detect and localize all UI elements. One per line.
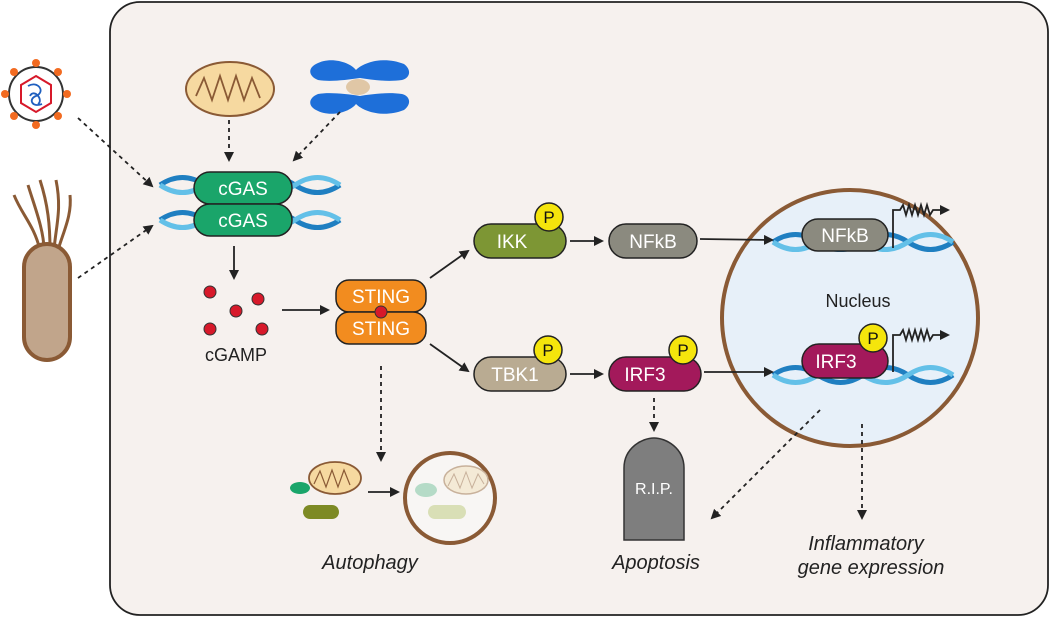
cell-boundary [109, 1, 1049, 616]
nfkb-nuclear: NFkB [801, 218, 889, 252]
arrow-chromosome-to-cgas [292, 111, 341, 162]
arrow-nucleus-to-apoptosis [710, 409, 821, 520]
irf3-nuclear-phospho-label: P [867, 329, 878, 348]
irf3-cytosolic-label: IRF3 [624, 365, 665, 386]
arrow-bacterium-to-cgas [77, 224, 154, 279]
inflammatory-label-line1: Inflammatory [808, 533, 925, 555]
ikk-label: IKK [497, 232, 528, 253]
sting-lower-label: STING [352, 319, 410, 340]
ikk-phospho: P [534, 202, 564, 232]
arrow-sting-to-ikk [429, 249, 470, 279]
chromosome-icon [310, 60, 410, 114]
inflammatory-label-line2: gene expression [798, 557, 945, 579]
transcription-start-upper-icon [892, 201, 950, 248]
autophagy-cargo-icon [290, 461, 362, 519]
nfkb-nuclear-label: NFkB [821, 226, 869, 247]
cgas-lower-label: cGAS [218, 211, 268, 232]
cgamp-molecules [203, 285, 269, 336]
apoptosis-label: Apoptosis [611, 552, 700, 574]
cgas-lower: cGAS [193, 203, 293, 237]
virus-icon [1, 59, 71, 129]
sting-upper-label: STING [352, 287, 410, 308]
tbk1-phospho-label: P [542, 341, 553, 360]
autophagosome-icon [403, 451, 497, 545]
nucleus-label: Nucleus [825, 291, 890, 311]
bound-cgamp [374, 305, 388, 319]
irf3-cytosolic-phospho: P [668, 335, 698, 365]
irf3-nuclear: IRF3 [801, 343, 889, 379]
nfkb-cytosolic-label: NFkB [629, 232, 677, 253]
tbk1-phospho: P [533, 335, 563, 365]
autophagy-label: Autophagy [321, 552, 419, 574]
arrow-sting-to-tbk1 [429, 343, 470, 373]
irf3-cytosolic-phospho-label: P [677, 341, 688, 360]
irf3-cytosolic: IRF3 [608, 356, 702, 392]
sting-upper: STING [335, 279, 427, 313]
nfkb-cytosolic: NFkB [608, 223, 698, 259]
tbk1-label: TBK1 [491, 365, 539, 386]
arrow-nfkb-to-nucleus [699, 234, 774, 245]
cgamp-label: cGAMP [205, 345, 267, 365]
mitochondrion-icon [185, 61, 275, 117]
tbk1-kinase: TBK1 [473, 356, 567, 392]
cgas-upper-label: cGAS [218, 179, 268, 200]
irf3-nuclear-label: IRF3 [815, 352, 856, 373]
irf3-nuclear-phospho: P [858, 323, 888, 353]
transcription-start-lower-icon [892, 326, 950, 372]
ikk-phospho-label: P [543, 208, 554, 227]
sting-lower: STING [335, 311, 427, 345]
bacterium-icon [12, 179, 72, 362]
arrow-virus-to-cgas [77, 117, 154, 188]
gravestone-icon: R.I.P. [623, 437, 685, 541]
ikk-kinase: IKK [473, 223, 567, 259]
rip-label: R.I.P. [635, 481, 673, 498]
cgas-upper: cGAS [193, 171, 293, 205]
